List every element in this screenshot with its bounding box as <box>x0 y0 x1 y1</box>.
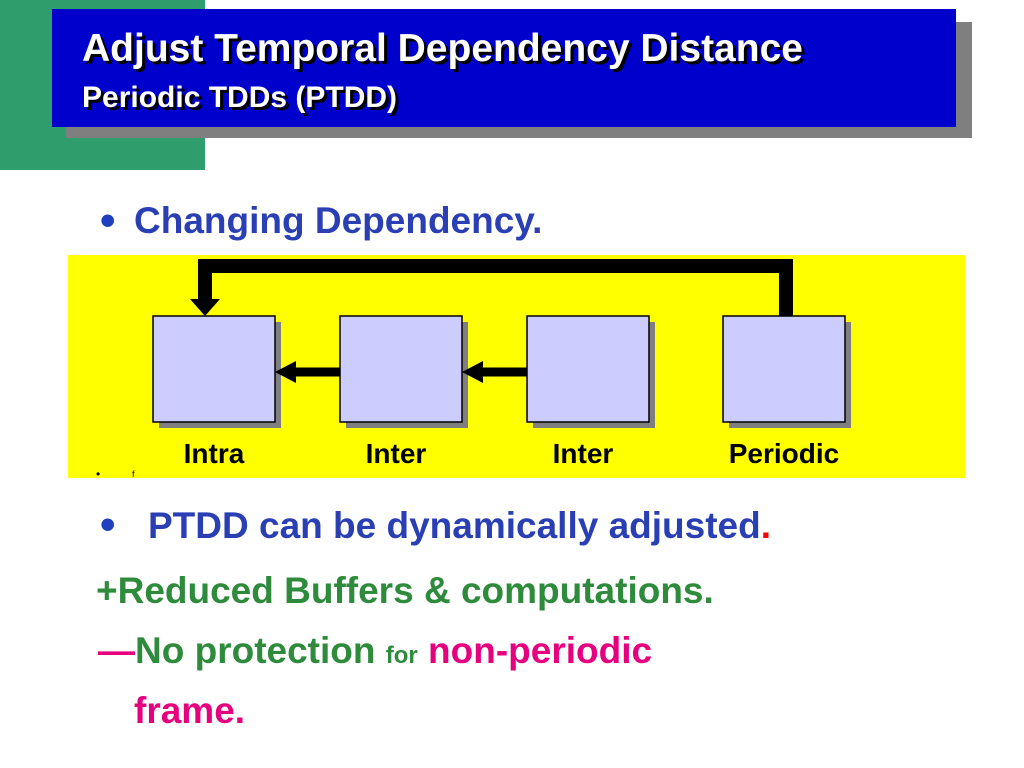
frame-label-intra: Intra <box>183 438 245 469</box>
tiny-f-text: f <box>132 469 135 479</box>
plus-text: Reduced Buffers & computations. <box>117 570 714 611</box>
frame-label-inter-1: Inter <box>365 438 427 469</box>
frame-label-periodic: Periodic <box>728 438 840 469</box>
ptdd-text: PTDD can be dynamically adjusted <box>148 505 761 546</box>
pro-reduced-buffers: +Reduced Buffers & computations. <box>96 570 714 612</box>
minus-sign: — <box>98 630 135 671</box>
frame-box-intra <box>152 315 276 423</box>
bullet-dot: • <box>100 500 116 549</box>
slide-title: Adjust Temporal Dependency Distance <box>82 27 803 70</box>
bullet-dot: • <box>100 196 116 245</box>
bullet-changing-dependency: Changing Dependency. <box>134 200 543 241</box>
ptdd-period: . <box>760 505 772 546</box>
periodic-arrow-head <box>190 299 220 316</box>
arrow-head <box>275 361 296 383</box>
tiny-bullet-dot: • <box>96 467 101 481</box>
dependency-diagram-svg <box>152 259 851 428</box>
arrow-head <box>462 361 483 383</box>
con-no-protection: —No protection for non-periodic <box>98 630 652 672</box>
bullet-ptdd-adjusted: PTDD can be dynamically adjusted. <box>148 505 771 547</box>
frame-label-inter-2: Inter <box>552 438 614 469</box>
periodic-feedback-arrow <box>198 259 793 317</box>
frame-box-inter-2 <box>526 315 650 423</box>
slide-subtitle: Periodic TDDs (PTDD) <box>82 81 398 114</box>
minus-text: No protection <box>135 630 376 671</box>
con-frame-word: frame. <box>134 690 246 731</box>
dependency-diagram: Intra Inter Inter Periodic • f <box>68 255 965 481</box>
plus-sign: + <box>96 570 118 611</box>
minus-nonperiodic: non-periodic <box>428 630 653 671</box>
minus-for: for <box>385 642 418 669</box>
frame-box-inter-1 <box>339 315 463 423</box>
frame-box-periodic <box>722 315 846 423</box>
title-box: Adjust Temporal Dependency Distance Peri… <box>52 9 956 127</box>
